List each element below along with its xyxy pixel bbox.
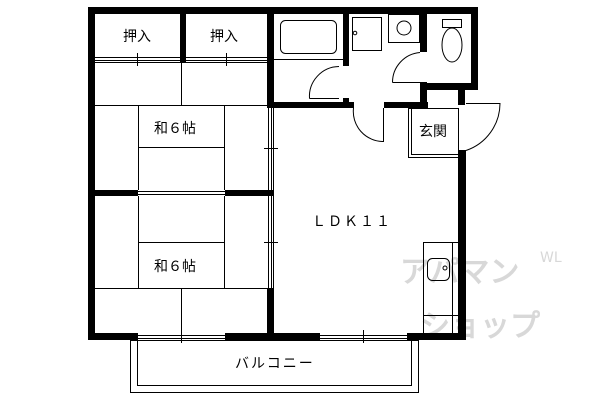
bathtub-icon <box>274 20 343 60</box>
toilet-icon <box>441 19 463 63</box>
washbasin-icon <box>352 14 420 51</box>
washroom-door <box>391 52 421 83</box>
front-door <box>465 103 501 151</box>
closet-right-label: 押入 <box>210 29 238 45</box>
closet-left-label: 押入 <box>123 29 151 45</box>
genkan-label: 玄関 <box>419 123 447 140</box>
balcony-inner <box>137 340 412 386</box>
tatami-upper <box>95 62 268 190</box>
washitsu-lower-label: 和６帖 <box>154 259 196 275</box>
washroom-entry-door <box>352 107 384 143</box>
ldk-label: ＬＤＫ１１ <box>312 214 392 230</box>
walls <box>88 7 478 340</box>
balcony-label: バルコニー <box>235 356 315 372</box>
washitsu-upper-label: 和６帖 <box>154 121 196 137</box>
tatami-lower <box>95 196 268 334</box>
bath-door <box>308 66 340 99</box>
watermark-sup: WL <box>540 250 562 266</box>
watermark-logo: アパマン ショップ WL <box>400 250 562 344</box>
